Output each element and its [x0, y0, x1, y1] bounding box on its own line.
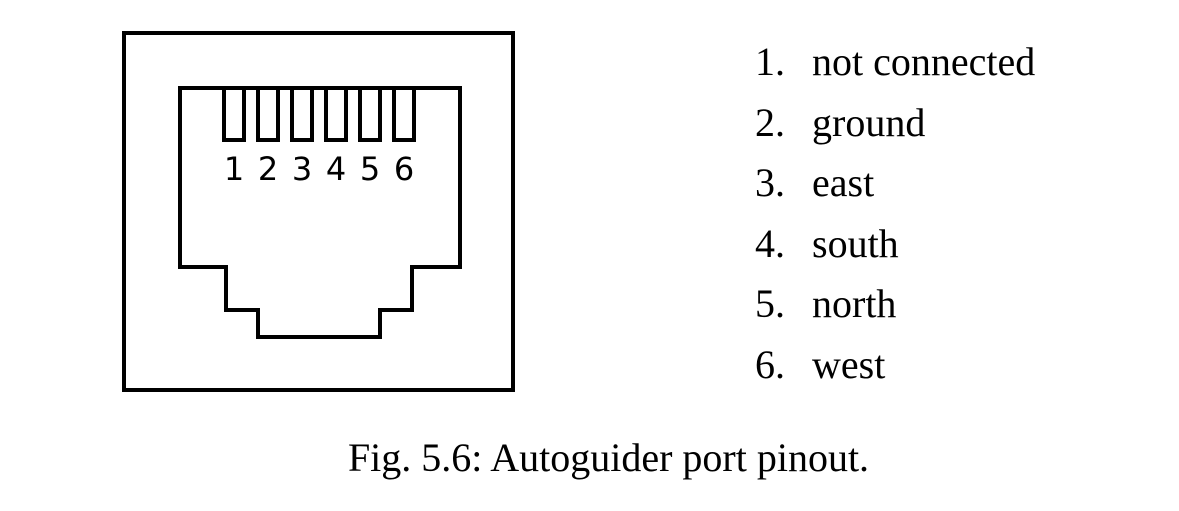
- pinout-item: 4. south: [755, 214, 1035, 275]
- pinout-item: 3. east: [755, 153, 1035, 214]
- pin-label-5: 5: [360, 150, 380, 188]
- connector-jack-outline: [178, 86, 462, 339]
- pin-label-2: 2: [258, 150, 278, 188]
- pinout-label: ground: [812, 99, 926, 145]
- pinout-item: 1. not connected: [755, 32, 1035, 93]
- pinout-number: 4.: [755, 220, 785, 266]
- pin-label-3: 3: [292, 150, 312, 188]
- connector-pin-1: [222, 88, 246, 142]
- pinout-item: 5. north: [755, 274, 1035, 335]
- pinout-label: south: [812, 220, 899, 266]
- connector-pin-2: [256, 88, 280, 142]
- figure-caption: Fig. 5.6: Autoguider port pinout.: [347, 435, 870, 480]
- pinout-number: 6.: [755, 341, 785, 387]
- connector-outer-frame: [122, 31, 515, 392]
- rj12-connector-diagram: 1 2 3 4 5 6: [122, 31, 515, 392]
- pinout-number: 3.: [755, 160, 785, 206]
- pinout-number: 5.: [755, 281, 785, 327]
- pin-label-4: 4: [326, 150, 346, 188]
- pinout-number: 1.: [755, 39, 785, 84]
- connector-pin-3: [290, 88, 314, 142]
- pinout-label: west: [812, 341, 886, 387]
- pin-number-labels: 1 2 3 4 5 6: [224, 150, 414, 188]
- pinout-number: 2.: [755, 99, 785, 145]
- pin-label-6: 6: [394, 150, 414, 188]
- pin-label-1: 1: [224, 150, 244, 188]
- pinout-list: 1.not connected 2.ground 3.east 4.south …: [755, 32, 1035, 396]
- connector-pin-5: [358, 88, 382, 142]
- pinout-item: 6. west: [755, 335, 1035, 396]
- pinout-label: not connected: [812, 39, 1036, 84]
- pinout-item: 2. ground: [755, 93, 1035, 154]
- pinout-label: east: [812, 160, 875, 206]
- pinout-label: north: [812, 281, 897, 327]
- connector-pins: [222, 88, 416, 142]
- connector-pin-6: [392, 88, 416, 142]
- connector-pin-4: [324, 88, 348, 142]
